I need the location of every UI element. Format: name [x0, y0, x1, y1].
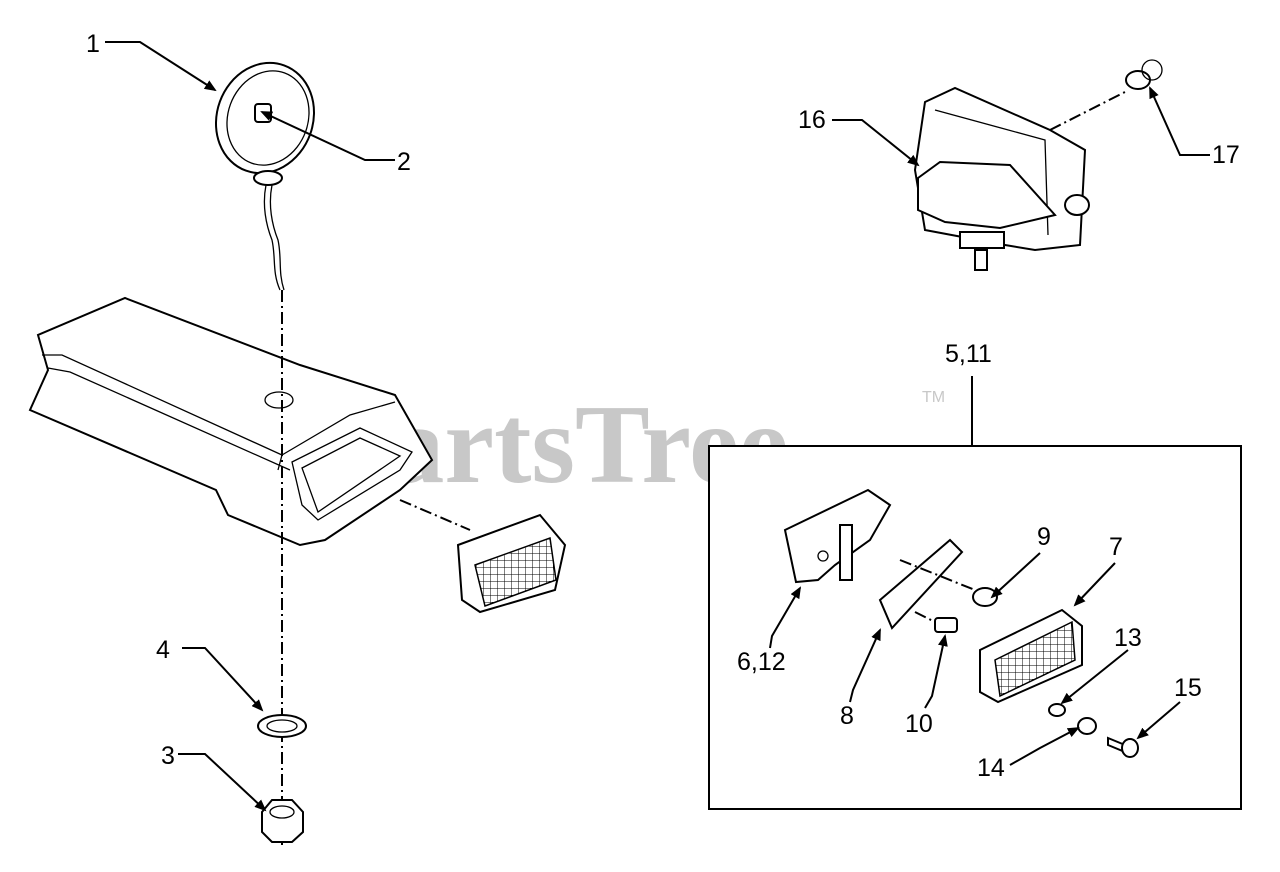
kit-box: [708, 445, 1242, 810]
washer-icon: [1048, 703, 1066, 717]
callout-16: 16: [798, 106, 826, 134]
round-work-light-icon: [214, 61, 316, 291]
fender-housing-icon: [28, 296, 434, 547]
nut-icon: [1077, 717, 1097, 735]
leader-lines: [105, 41, 1210, 812]
callout-3: 3: [161, 742, 175, 770]
callout-13: 13: [1114, 624, 1142, 652]
callout-15: 15: [1174, 674, 1202, 702]
light-bracket-icon: [783, 488, 892, 584]
callout-9: 9: [1037, 523, 1051, 551]
bulb-icon: [1125, 59, 1163, 90]
callout-4: 4: [156, 636, 170, 664]
watermark-trademark: TM: [922, 389, 945, 406]
hex-nut-icon: [261, 799, 304, 843]
lens-housing-icon: [878, 538, 976, 630]
screw-icon: [1107, 736, 1139, 758]
headlight-axis-line: [1049, 91, 1126, 131]
callout-7: 7: [1109, 533, 1123, 561]
lock-washer-icon: [257, 714, 307, 738]
callout-17: 17: [1212, 141, 1240, 169]
callout-10: 10: [905, 710, 933, 738]
callout-14: 14: [977, 754, 1005, 782]
tail-light-lens-icon: [979, 608, 1083, 704]
tail-light-axis-line: [399, 499, 471, 531]
callout-8: 8: [840, 702, 854, 730]
callout-6-12: 6,12: [737, 648, 786, 676]
callout-1: 1: [86, 30, 100, 58]
callout-5-11: 5,11: [945, 340, 992, 368]
tail-light-icon: [456, 513, 567, 614]
socket-icon: [914, 611, 958, 633]
square-headlight-icon: [913, 86, 1090, 271]
callout-2: 2: [397, 148, 411, 176]
